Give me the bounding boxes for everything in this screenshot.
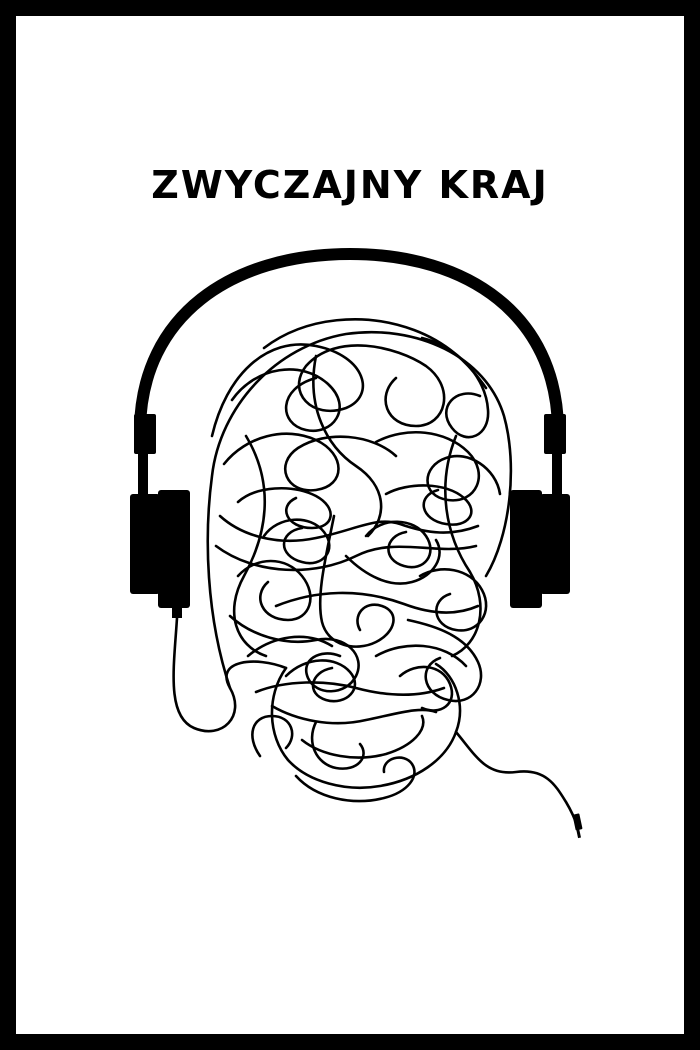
poster-title: ZWYCZAJNY KRAJ [151,163,549,207]
tangled-cable [172,318,580,830]
right-earcup [510,414,570,608]
cable-plug [572,813,583,839]
left-earcup [130,414,190,618]
poster: ZWYCZAJNY KRAJ [16,16,684,1034]
headband [134,247,564,434]
headphones-tangled-cable-face-icon [130,247,583,839]
